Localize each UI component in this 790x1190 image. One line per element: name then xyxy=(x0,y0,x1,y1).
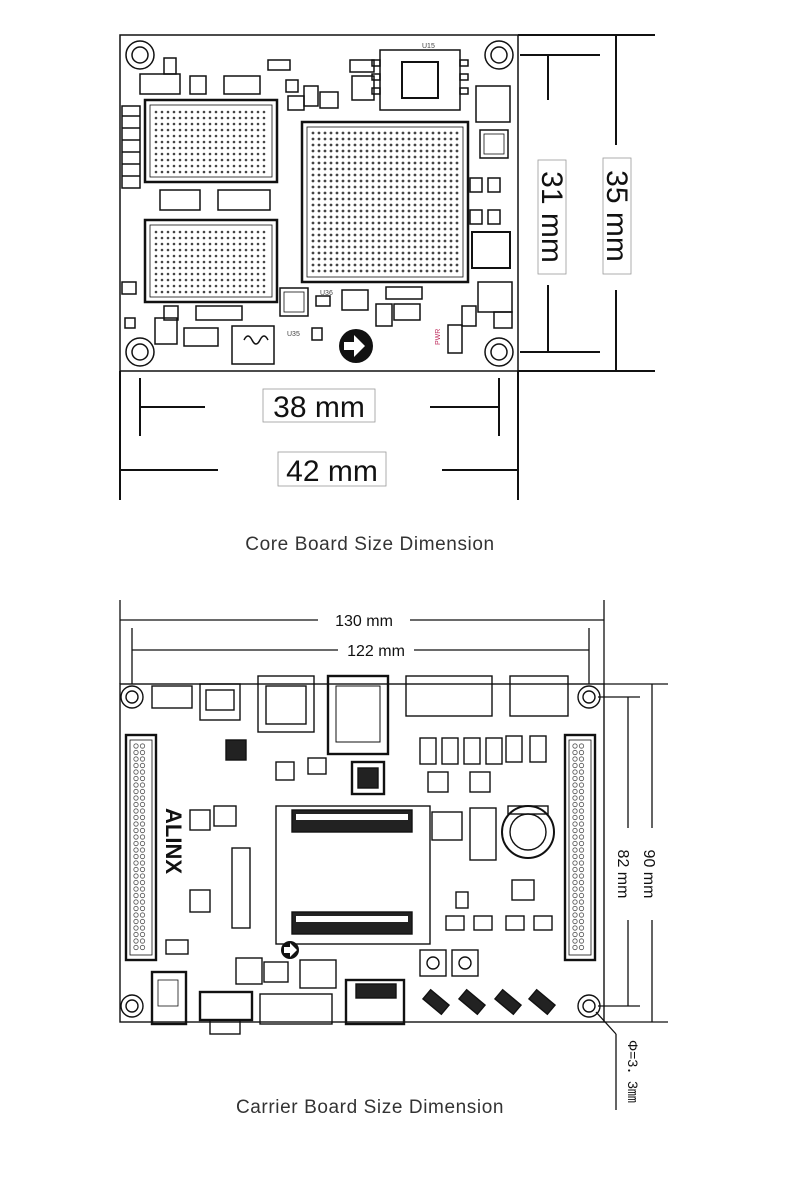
core-label-u35: U35 xyxy=(287,331,300,338)
core-dimension-lines xyxy=(119,34,655,500)
carrier-rtc-battery xyxy=(501,805,555,859)
core-u15-module xyxy=(371,49,469,111)
core-board-diagram: U15 U36 U35 PWR 38 mm 42 mm 31 xyxy=(119,34,655,500)
carrier-dim-width-outer: 130 mm xyxy=(335,613,393,630)
core-board-caption: Core Board Size Dimension xyxy=(245,534,495,555)
carrier-core-board-socket xyxy=(275,805,431,945)
carrier-brand-logo: ALINX xyxy=(161,808,186,874)
core-left-connector-strip xyxy=(121,105,141,189)
carrier-right-expansion-header xyxy=(563,733,597,962)
core-dim-height-inner: 31 mm xyxy=(535,171,568,263)
carrier-orientation-arrow-icon xyxy=(281,941,299,959)
carrier-dip-switches xyxy=(421,988,557,1016)
carrier-left-expansion-header xyxy=(124,733,158,962)
core-chip-ball-grids xyxy=(154,110,459,294)
core-inductor xyxy=(471,231,511,269)
core-dim-width-outer: 42 mm xyxy=(286,455,378,488)
carrier-board-outline xyxy=(119,683,605,1023)
core-orientation-arrow-icon xyxy=(339,329,373,363)
carrier-dim-height-outer: 90 mm xyxy=(640,850,657,899)
carrier-header-pins xyxy=(133,743,585,951)
core-fpga-chip xyxy=(300,120,470,284)
core-label-pwr: PWR xyxy=(435,329,442,345)
core-board-outline xyxy=(119,34,519,372)
carrier-board-diagram: ALINX 130 mm 122 mm 82 mm 90 mm Φ=3．3㎜ xyxy=(119,600,668,1110)
core-dim-width-inner: 38 mm xyxy=(273,391,365,424)
carrier-terminal-block-2 xyxy=(509,675,569,717)
core-dim-height-outer: 35 mm xyxy=(600,170,633,262)
carrier-hdmi-port xyxy=(344,978,406,1026)
core-ddr-chip-2 xyxy=(143,218,279,304)
core-ddr-chip-1 xyxy=(143,98,279,184)
carrier-board-caption: Carrier Board Size Dimension xyxy=(235,1097,505,1118)
carrier-ethernet-port-2 xyxy=(326,674,390,756)
carrier-dim-height-inner: 82 mm xyxy=(614,850,631,899)
carrier-ethernet-port-1 xyxy=(257,675,315,733)
carrier-dimension-lines xyxy=(119,600,668,1110)
carrier-terminal-block-1 xyxy=(405,675,493,717)
core-label-u36: U36 xyxy=(320,290,333,297)
carrier-hole-diameter: Φ=3．3㎜ xyxy=(625,1040,641,1103)
core-mount-holes xyxy=(125,40,514,367)
carrier-dim-width-inner: 122 mm xyxy=(347,643,405,660)
carrier-push-buttons xyxy=(419,949,479,977)
core-label-u15: U15 xyxy=(422,43,435,50)
